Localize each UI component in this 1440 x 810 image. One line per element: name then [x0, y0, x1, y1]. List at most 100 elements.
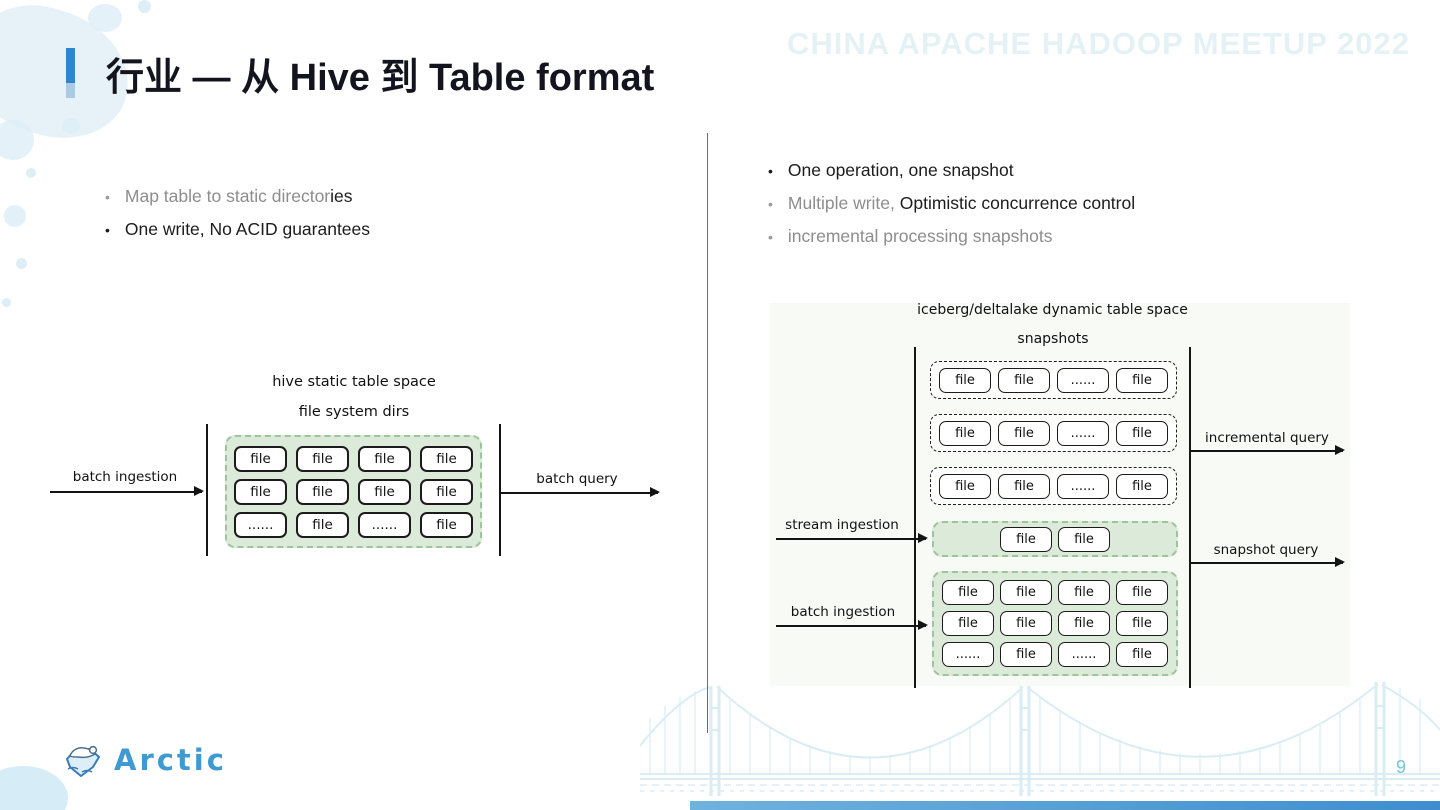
- splash-decoration: [62, 118, 80, 134]
- hive-file-container: file file file file file file file file …: [225, 435, 482, 548]
- file-box: file: [939, 473, 991, 499]
- bullet-text-strong: Optimistic concurrence control: [899, 193, 1136, 213]
- file-box: file: [1000, 611, 1052, 636]
- bottom-accent-bar: [690, 801, 1440, 810]
- splash-decoration: [26, 168, 36, 178]
- stream-ingestion-label: stream ingestion: [785, 517, 899, 533]
- snapshot-query-label: snapshot query: [1213, 542, 1319, 558]
- file-box: file: [1116, 611, 1168, 636]
- stream-file-container: file file: [932, 521, 1178, 557]
- file-box: ......: [358, 511, 411, 538]
- file-box: file: [420, 445, 473, 472]
- file-box: file: [998, 473, 1050, 499]
- file-box: file: [234, 445, 287, 472]
- bullet-text-strong: One operation, one snapshot: [787, 160, 1014, 180]
- stream-ingestion-arrow: [776, 533, 928, 543]
- hive-right-wall: [499, 424, 501, 556]
- bullet-dot: •: [105, 189, 110, 205]
- splash-decoration: [16, 258, 27, 269]
- title-accent-bar: [66, 48, 75, 98]
- file-box: file: [358, 445, 411, 472]
- batch-ingestion-arrow: [776, 620, 928, 630]
- bullet-text-muted: Multiple write,: [787, 193, 900, 213]
- bullet-text-strong: ies: [330, 186, 353, 206]
- bullet-item: • incremental processing snapshots: [768, 226, 1135, 259]
- right-bullet-list: • One operation, one snapshot • Multiple…: [768, 160, 1135, 259]
- file-box: file: [1116, 642, 1168, 667]
- batch-query-arrow: [500, 487, 660, 497]
- file-box: ......: [1057, 367, 1109, 393]
- snapshot-row: file file ...... file: [930, 414, 1177, 452]
- splash-decoration: [138, 0, 151, 13]
- file-box: ......: [942, 642, 994, 667]
- bullet-dot: •: [768, 163, 773, 179]
- batch-file-container: file file file file file file file file …: [932, 571, 1178, 676]
- file-box: file: [1116, 580, 1168, 605]
- bullet-dot: •: [768, 229, 773, 245]
- file-box: file: [1000, 526, 1052, 552]
- file-box: file: [939, 420, 991, 446]
- file-box: file: [942, 580, 994, 605]
- page-number: 9: [1395, 757, 1406, 777]
- file-box: file: [998, 367, 1050, 393]
- file-box: file: [420, 511, 473, 538]
- file-box: ......: [1057, 473, 1109, 499]
- file-box: file: [939, 367, 991, 393]
- snapshots-label: snapshots: [1017, 331, 1089, 347]
- bullet-dot: •: [105, 222, 110, 238]
- file-box: file: [1116, 420, 1168, 446]
- incremental-query-label: incremental query: [1205, 430, 1329, 446]
- file-box: file: [1058, 526, 1110, 552]
- batch-ingestion-label: batch ingestion: [72, 469, 178, 485]
- file-box: ......: [1058, 642, 1110, 667]
- snapshot-row: file file ...... file: [930, 361, 1177, 399]
- file-box: file: [942, 611, 994, 636]
- bullet-item: • One write, No ACID guarantees: [105, 219, 370, 252]
- file-box: file: [296, 445, 349, 472]
- file-box: file: [1058, 611, 1110, 636]
- file-box: file: [420, 478, 473, 505]
- incremental-query-arrow: [1191, 445, 1345, 455]
- file-box: file: [1058, 580, 1110, 605]
- file-system-dirs-label: file system dirs: [298, 404, 410, 420]
- file-box: file: [1000, 642, 1052, 667]
- bullet-text-strong: One write, No ACID guarantees: [124, 219, 371, 239]
- hive-left-wall: [206, 424, 208, 556]
- iceberg-space-label: iceberg/deltalake dynamic table space: [917, 302, 1188, 318]
- file-box: file: [998, 420, 1050, 446]
- bullet-item: • Map table to static directories: [105, 186, 370, 219]
- bullet-item: • Multiple write, Optimistic concurrence…: [768, 193, 1135, 226]
- batch-ingestion-label: batch ingestion: [790, 604, 896, 620]
- iceberg-left-wall: [914, 347, 916, 688]
- splash-decoration: [0, 120, 34, 160]
- page-title: 行业 — 从 Hive 到 Table format: [106, 57, 655, 99]
- splash-decoration: [2, 298, 11, 307]
- column-divider: [707, 133, 708, 733]
- splash-decoration: [4, 205, 26, 227]
- file-box: file: [296, 511, 349, 538]
- corner-blob-decoration: [0, 766, 68, 810]
- file-box: ......: [234, 511, 287, 538]
- bullet-item: • One operation, one snapshot: [768, 160, 1135, 193]
- snapshot-row: file file ...... file: [930, 467, 1177, 505]
- file-box: ......: [1057, 420, 1109, 446]
- arctic-logo-icon: [66, 745, 100, 777]
- file-box: file: [296, 478, 349, 505]
- bridge-decoration: [640, 682, 1440, 796]
- snapshot-query-arrow: [1191, 557, 1345, 567]
- file-box: file: [1116, 367, 1168, 393]
- file-box: file: [1000, 580, 1052, 605]
- file-box: file: [1116, 473, 1168, 499]
- arctic-logo-text: Arctic: [114, 743, 227, 777]
- splash-decoration: [88, 4, 122, 32]
- bullet-text-muted: Map table to static director: [124, 186, 331, 206]
- watermark: CHINA APACHE HADOOP MEETUP 2022: [787, 26, 1410, 61]
- iceberg-right-wall: [1189, 347, 1191, 688]
- bullet-text-muted: incremental processing snapshots: [787, 226, 1053, 246]
- batch-ingestion-arrow: [50, 486, 204, 496]
- bullet-dot: •: [768, 196, 773, 212]
- file-box: file: [234, 478, 287, 505]
- left-bullet-list: • Map table to static directories • One …: [105, 186, 370, 252]
- hive-space-label: hive static table space: [272, 374, 436, 390]
